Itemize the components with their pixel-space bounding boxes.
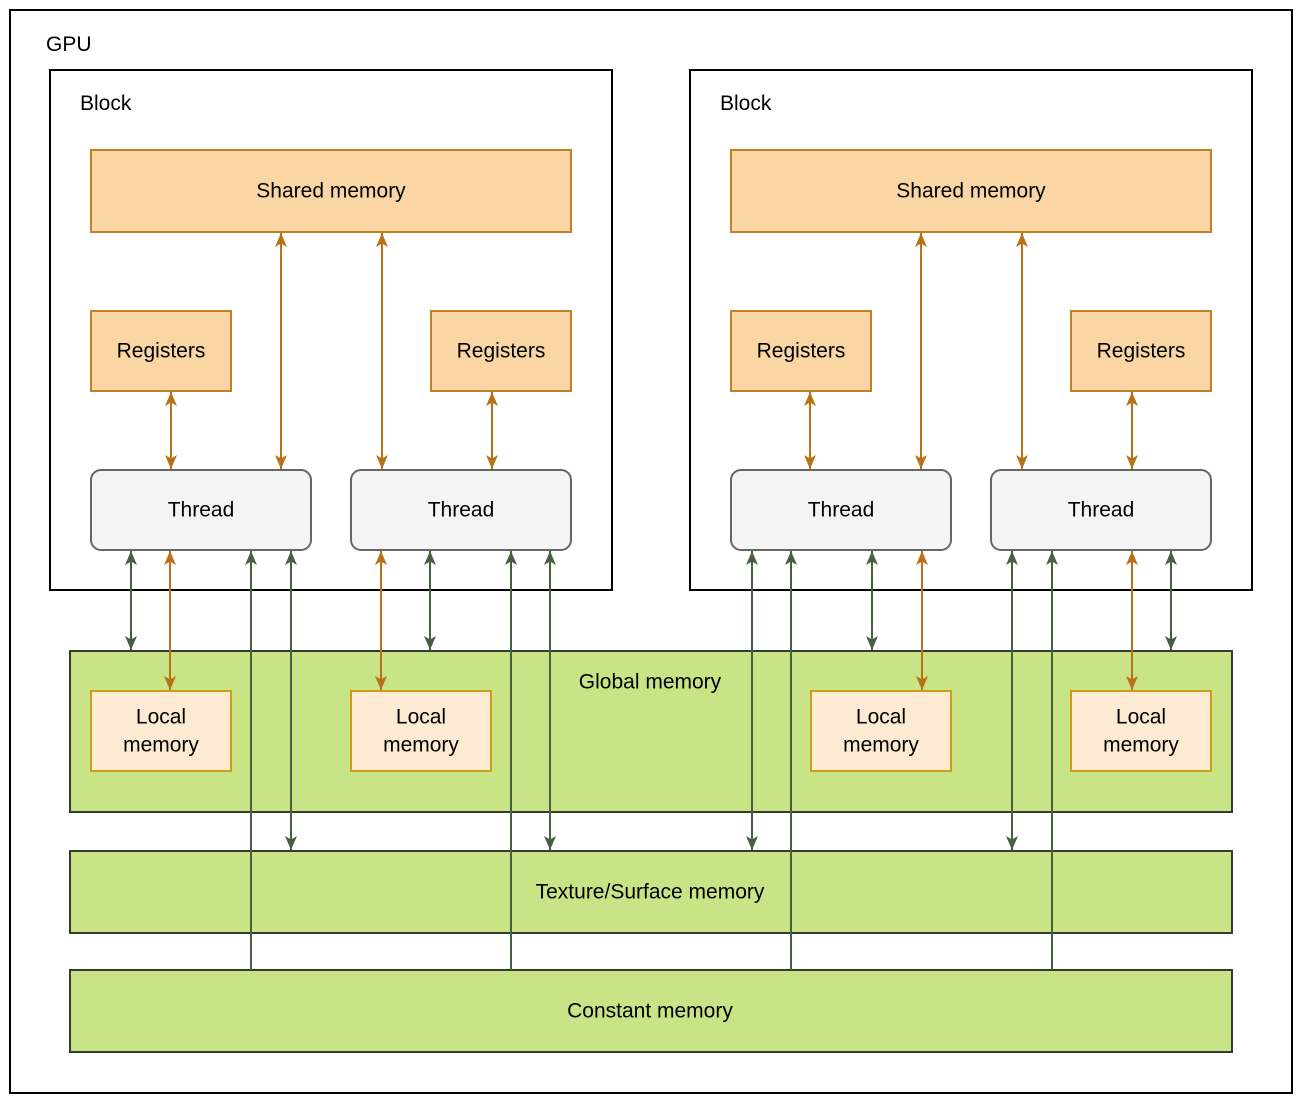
gpu-label: GPU: [46, 33, 92, 56]
thread-label-1: Thread: [168, 499, 235, 522]
local-memory-box-2: [350, 690, 492, 772]
registers-box-3: [730, 310, 872, 392]
local-memory-label-2-line2: memory: [383, 734, 459, 757]
local-memory-label-1-line2: memory: [123, 734, 199, 757]
local-memory-label-3-line1: Local: [856, 706, 906, 729]
registers-box-2: [430, 310, 572, 392]
local-memory-label-3-line2: memory: [843, 734, 919, 757]
thread-box-3: [730, 469, 952, 551]
shared-memory-label-2: Shared memory: [896, 180, 1046, 203]
texture-surface-memory-box: [69, 850, 1233, 934]
thread-label-2: Thread: [428, 499, 495, 522]
registers-label-2: Registers: [457, 340, 546, 363]
texture-surface-memory-label: Texture/Surface memory: [536, 881, 765, 904]
thread-label-3: Thread: [808, 499, 875, 522]
local-memory-label-1-line1: Local: [136, 706, 186, 729]
local-memory-box-1: [90, 690, 232, 772]
constant-memory-label: Constant memory: [567, 1000, 733, 1023]
shared-memory-box-2: [730, 149, 1212, 233]
block-label-2: Block: [720, 92, 772, 115]
registers-label-1: Registers: [117, 340, 206, 363]
thread-box-4: [990, 469, 1212, 551]
local-memory-label-4-line2: memory: [1103, 734, 1179, 757]
global-memory-box: [69, 650, 1233, 813]
registers-box-1: [90, 310, 232, 392]
local-memory-label-2-line1: Local: [396, 706, 446, 729]
local-memory-box-4: [1070, 690, 1212, 772]
block-label-1: Block: [80, 92, 132, 115]
shared-memory-box-1: [90, 149, 572, 233]
registers-label-3: Registers: [757, 340, 846, 363]
thread-label-4: Thread: [1068, 499, 1135, 522]
shared-memory-label-1: Shared memory: [256, 180, 406, 203]
global-memory-label: Global memory: [579, 671, 722, 694]
local-memory-box-3: [810, 690, 952, 772]
local-memory-label-4-line1: Local: [1116, 706, 1166, 729]
thread-box-2: [350, 469, 572, 551]
registers-box-4: [1070, 310, 1212, 392]
constant-memory-box: [69, 969, 1233, 1053]
thread-box-1: [90, 469, 312, 551]
registers-label-4: Registers: [1097, 340, 1186, 363]
